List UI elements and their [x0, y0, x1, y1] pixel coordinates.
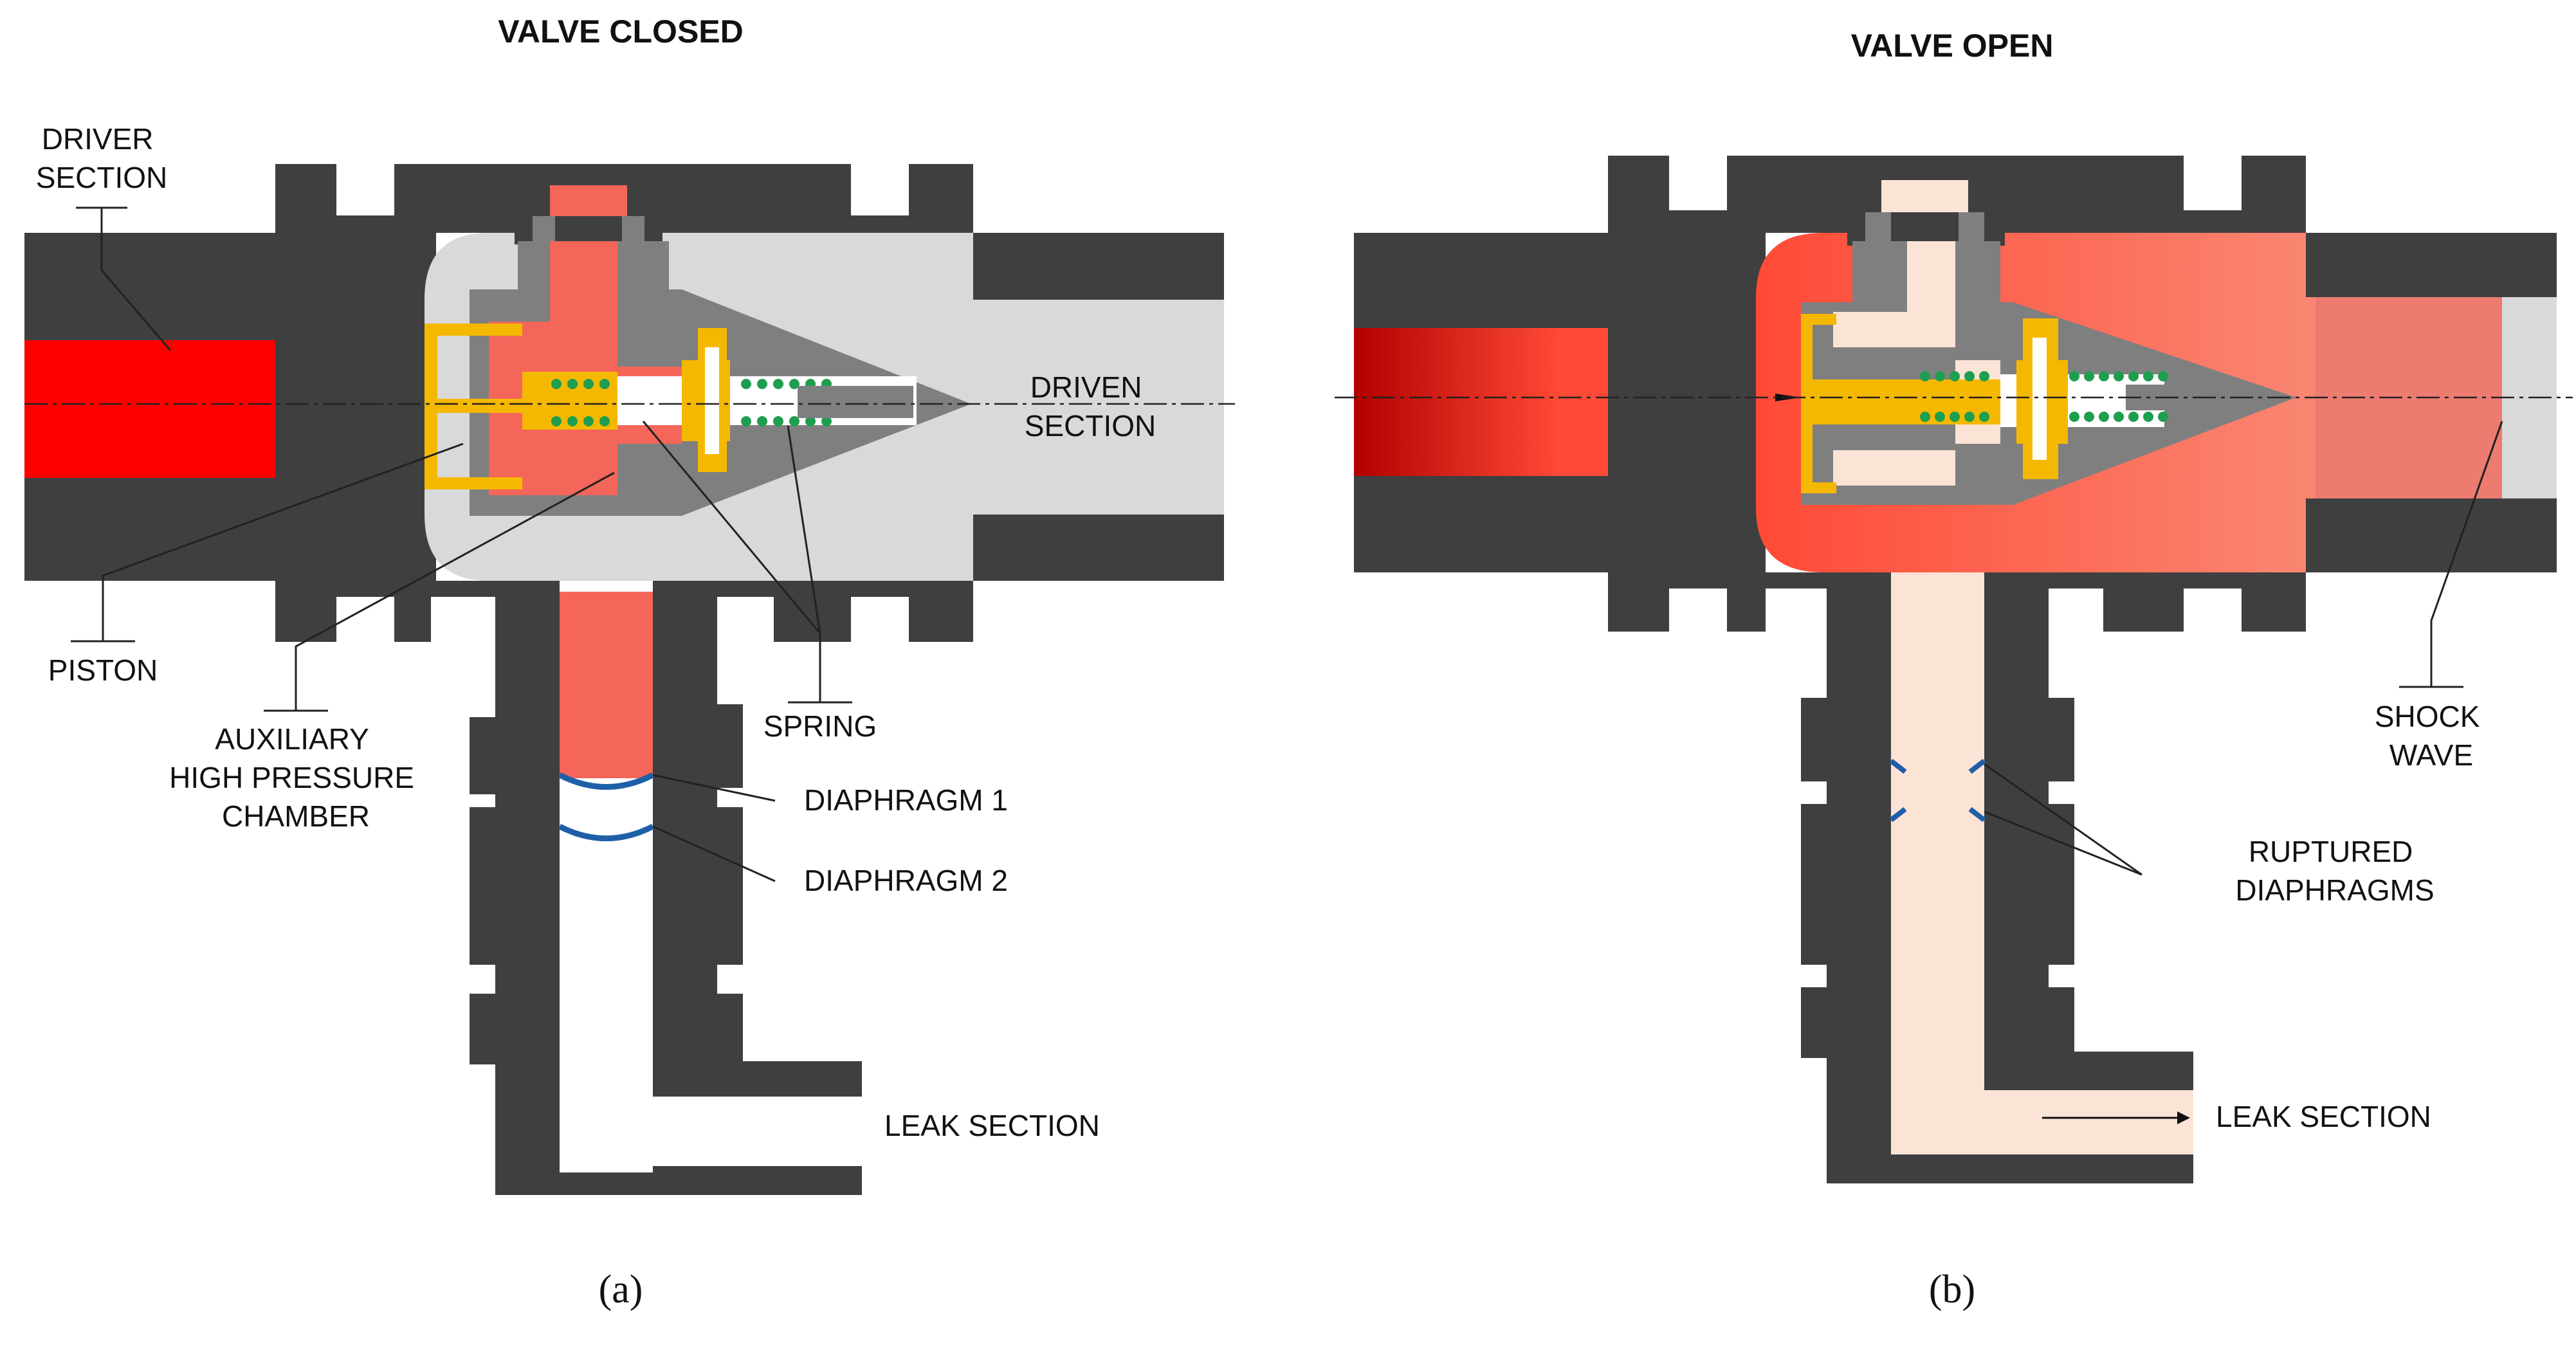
label-aux-chamber: AUXILIARY HIGH PRESSURE CHAMBER — [169, 722, 423, 833]
label-ruptured-diaphragms: RUPTURED DIAPHRAGMS — [2235, 835, 2434, 907]
label-driven-section-a: DRIVEN SECTION — [1025, 370, 1156, 442]
low-pressure-leak-b — [1891, 572, 1984, 1154]
driven-tube-a — [973, 233, 1224, 581]
label-spring: SPRING — [763, 709, 877, 743]
panel-a: VALVE CLOSED — [24, 14, 1235, 1311]
label-piston: PISTON — [48, 653, 158, 687]
aux-gas-leak-a — [560, 592, 653, 778]
leader-diaphragm-1 — [652, 774, 776, 802]
panel-a-title: VALVE CLOSED — [498, 14, 744, 50]
label-leak-section-b: LEAK SECTION — [2216, 1100, 2431, 1133]
diaphragm-2-a — [558, 823, 655, 841]
top-cap-b — [1847, 156, 2005, 246]
leader-spring — [642, 421, 852, 704]
label-diaphragm-1: DIAPHRAGM 1 — [804, 783, 1008, 817]
leader-ruptured-diaphragms — [1984, 763, 2142, 876]
leader-shock-wave — [2399, 421, 2503, 688]
leader-piston — [71, 442, 464, 643]
label-diaphragm-2: DIAPHRAGM 2 — [804, 864, 1008, 897]
driven-gas-a — [973, 300, 1224, 515]
piston-b — [1801, 314, 1836, 493]
driven-tube-b — [2306, 233, 2557, 572]
leader-aux-chamber — [264, 471, 615, 712]
caption-a: (a) — [599, 1268, 643, 1311]
label-leak-section-a: LEAK SECTION — [884, 1109, 1100, 1142]
aux-chamber-gas-a — [489, 241, 682, 495]
ruptured-diaphragms-b — [1889, 758, 1986, 823]
panel-b-title: VALVE OPEN — [1851, 28, 2054, 64]
leader-diaphragm-2 — [652, 825, 776, 882]
piston-a — [425, 324, 522, 489]
label-driver-section-a: DRIVER SECTION — [36, 122, 167, 194]
caption-b: (b) — [1929, 1268, 1975, 1311]
leak-tube-b — [1801, 572, 2193, 1183]
leak-tube-a — [470, 581, 862, 1195]
top-cap-a — [515, 164, 662, 244]
diaphragm-1-a — [558, 772, 655, 790]
spring-coils-b — [1920, 371, 2168, 422]
panel-b: VALVE OPEN — [1335, 28, 2573, 1311]
label-shock-wave: SHOCK WAVE — [2375, 700, 2488, 772]
leader-driver-section — [76, 206, 172, 351]
